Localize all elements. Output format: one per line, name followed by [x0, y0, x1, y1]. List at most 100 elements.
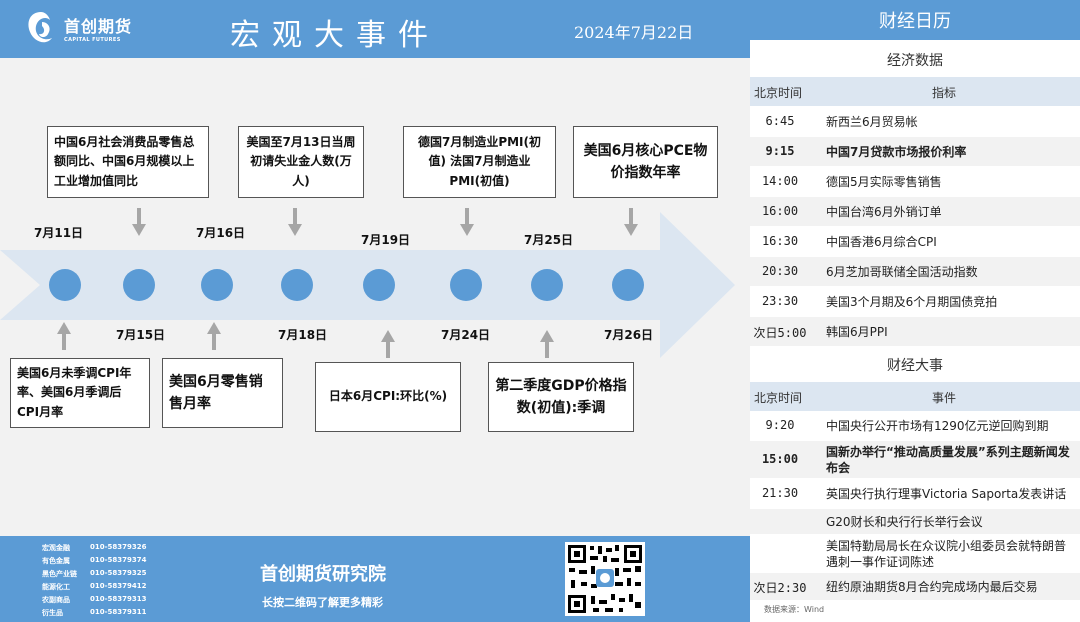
row-time: 16:00 — [761, 204, 799, 218]
event-text: 美国至7月13日当周初请失业金人数(万人) — [246, 135, 356, 188]
timeline-node — [531, 269, 563, 301]
connector-arrows — [57, 208, 638, 358]
col-time: 北京时间 — [754, 391, 803, 405]
date-label: 7月11日 — [34, 226, 84, 240]
table-row: 21:30 英国央行执行理事Victoria Saporta发表讲话 — [750, 479, 1080, 509]
row-text: 中国央行公开市场有1290亿元逆回购到期 — [826, 419, 1049, 433]
timeline-node — [363, 269, 395, 301]
phone-number: 010-58379412 — [90, 582, 147, 590]
row-text: 6月芝加哥联储全国活动指数 — [826, 265, 978, 279]
row-time: 21:30 — [761, 486, 799, 500]
row-time: 9:15 — [765, 144, 795, 158]
date-label: 7月18日 — [278, 328, 328, 342]
table-row: 15:00 国新办举行“推动高质量发展”系列主题新闻发布会 — [750, 441, 1080, 479]
row-text: 中国台湾6月外销订单 — [826, 205, 942, 219]
event-text: 德国7月制造业PMI(初值) 法国7月制造业PMI(初值) — [417, 135, 542, 188]
row-text: 英国央行执行理事Victoria Saporta发表讲话 — [826, 487, 1067, 501]
phone-number: 010-58379311 — [90, 608, 147, 616]
contact-line: 黑色产业链 010-58379325 — [42, 569, 162, 579]
date-label: 7月16日 — [196, 226, 246, 240]
contact-line: 能源化工 010-58379412 — [42, 582, 162, 592]
row-time: 9:20 — [765, 418, 795, 432]
dept-name: 黑色产业链 — [42, 570, 77, 578]
institute-slogan: 长按二维码了解更多精彩 — [262, 596, 383, 609]
row-text: 德国5月实际零售销售 — [826, 175, 942, 189]
timeline-node — [201, 269, 233, 301]
event-box-top-3: 德国7月制造业PMI(初值) 法国7月制造业PMI(初值) — [403, 126, 556, 198]
row-time: 次日5:00 — [753, 326, 807, 340]
phone-number: 010-58379313 — [90, 595, 147, 603]
row-text: 纽约原油期货8月合约完成场内最后交易 — [826, 580, 1038, 594]
timeline-node — [281, 269, 313, 301]
row-time: 6:45 — [765, 114, 795, 128]
dept-name: 能源化工 — [42, 583, 70, 591]
table-row: 20:30 6月芝加哥联储全国活动指数 — [750, 257, 1080, 287]
table-row: 美国特勤局局长在众议院小组委员会就特朗普遇刺一事作证词陈述 — [750, 535, 1080, 573]
events-table-header: 北京时间 事件 — [750, 382, 1080, 411]
timeline-node — [49, 269, 81, 301]
macro-events-panel: 首创期货 CAPITAL FUTURES 宏观大事件 2024年7月22日 中国… — [0, 0, 750, 622]
event-box-top-4: 美国6月核心PCE物价指数年率 — [573, 126, 718, 198]
event-box-bottom-3: 日本6月CPI:环比(%) — [315, 362, 461, 432]
table-row: 16:00 中国台湾6月外销订单 — [750, 197, 1080, 227]
econ-table-header: 北京时间 指标 — [750, 77, 1080, 106]
timeline-node — [450, 269, 482, 301]
page-date: 2024年7月22日 — [574, 23, 694, 42]
table-row: 9:20 中国央行公开市场有1290亿元逆回购到期 — [750, 411, 1080, 441]
table-row: G20财长和央行行长举行会议 — [750, 509, 1080, 535]
company-name: 首创期货 — [64, 17, 133, 36]
table-row: 9:15 中国7月贷款市场报价利率 — [750, 137, 1080, 167]
event-box-top-1: 中国6月社会消费品零售总额同比、中国6月规模以上工业增加值同比 — [47, 126, 209, 198]
row-text: G20财长和央行行长举行会议 — [826, 515, 983, 529]
event-text: 美国6月未季调CPI年率、美国6月季调后CPI月率 — [17, 366, 132, 419]
phone-number: 010-58379374 — [90, 556, 147, 564]
events-title: 财经大事 — [887, 358, 943, 374]
dept-name: 宏观金融 — [42, 544, 70, 552]
dept-name: 衍生品 — [42, 609, 63, 617]
col-item: 事件 — [932, 391, 957, 405]
event-text: 中国6月社会消费品零售总额同比、中国6月规模以上工业增加值同比 — [54, 135, 195, 188]
row-text: 美国特勤局局长在众议院小组委员会就特朗普遇刺一事作证词陈述 — [826, 539, 1067, 570]
row-time: 15:00 — [761, 452, 799, 466]
row-text: 国新办举行“推动高质量发展”系列主题新闻发布会 — [826, 445, 1070, 476]
contact-line: 农副商品 010-58379313 — [42, 595, 162, 605]
qr-code-icon[interactable] — [565, 542, 645, 616]
event-box-bottom-1: 美国6月未季调CPI年率、美国6月季调后CPI月率 — [10, 358, 150, 428]
calendar-title: 财经日历 — [750, 0, 1080, 40]
company-name-en: CAPITAL FUTURES — [64, 37, 121, 43]
row-time: 16:30 — [761, 234, 799, 248]
event-text: 日本6月CPI:环比(%) — [328, 389, 448, 404]
timeline-node — [123, 269, 155, 301]
table-row: 6:45 新西兰6月贸易帐 — [750, 107, 1080, 137]
page-title: 宏观大事件 — [230, 18, 440, 53]
date-label: 7月26日 — [604, 328, 654, 342]
row-text: 中国7月贷款市场报价利率 — [826, 145, 967, 159]
contact-line: 衍生品 010-58379311 — [42, 608, 162, 618]
row-text: 美国3个月期及6个月期国债竞拍 — [826, 295, 998, 309]
data-source: 数据来源：Wind — [764, 605, 825, 614]
contact-line: 宏观金融 010-58379326 — [42, 543, 162, 553]
date-label: 7月25日 — [524, 233, 574, 247]
table-row: 次日2:30 纽约原油期货8月合约完成场内最后交易 — [750, 573, 1080, 601]
event-text: 美国6月核心PCE物价指数年率 — [583, 142, 708, 181]
date-label: 7月15日 — [116, 328, 166, 342]
row-time: 次日2:30 — [753, 581, 807, 595]
event-text: 美国6月零售销售月率 — [169, 373, 263, 412]
event-box-bottom-4: 第二季度GDP价格指数(初值):季调 — [488, 362, 634, 432]
dept-name: 农副商品 — [42, 596, 70, 604]
phone-number: 010-58379326 — [90, 543, 147, 551]
row-text: 新西兰6月贸易帐 — [826, 115, 918, 129]
row-text: 韩国6月PPI — [826, 325, 888, 339]
phone-number: 010-58379325 — [90, 569, 147, 577]
header-bar: 首创期货 CAPITAL FUTURES 宏观大事件 2024年7月22日 — [0, 0, 750, 58]
row-text: 中国香港6月综合CPI — [826, 235, 937, 249]
table-row: 16:30 中国香港6月综合CPI — [750, 227, 1080, 257]
date-label: 7月19日 — [361, 233, 411, 247]
institute-name: 首创期货研究院 — [260, 564, 386, 585]
row-time: 20:30 — [761, 264, 799, 278]
